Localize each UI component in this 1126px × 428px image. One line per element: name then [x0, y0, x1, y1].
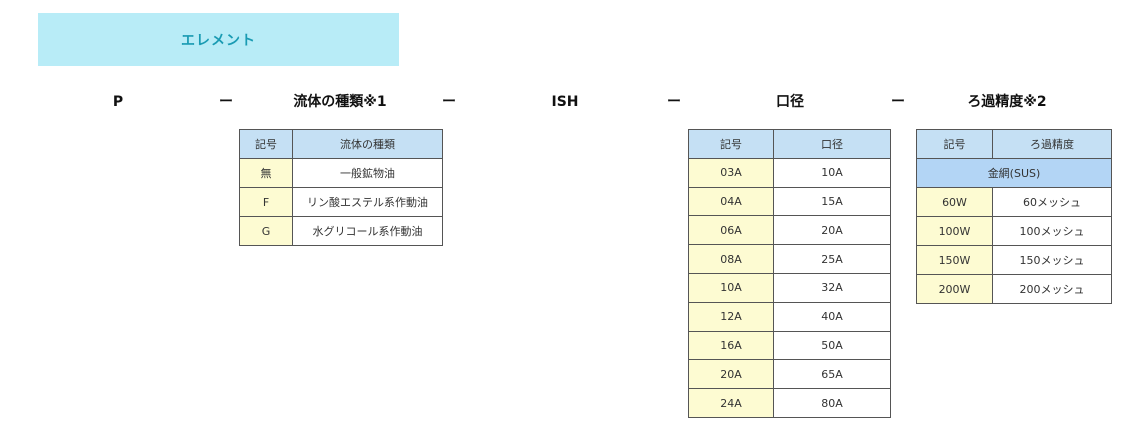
- table-row: 60W 60メッシュ: [916, 187, 1112, 217]
- code-separator: ー: [219, 94, 233, 110]
- table-cell-value: 10A: [773, 157, 891, 188]
- table-row: G 水グリコール系作動油: [239, 216, 443, 246]
- table-cell-code: F: [239, 187, 293, 217]
- code-separator: ー: [667, 94, 681, 110]
- table-cell-value: 150メッシュ: [992, 245, 1112, 275]
- filtration-table: 記号 ろ過精度 金網(SUS) 60W 60メッシュ 100W 100メッシュ …: [916, 129, 1112, 304]
- table-row: 06A 20A: [688, 215, 891, 246]
- section-banner: エレメント: [38, 13, 399, 66]
- table-cell-code: 60W: [916, 187, 993, 217]
- code-prefix: P: [112, 94, 124, 110]
- table-header: 口径: [773, 129, 891, 159]
- table-cell-value: 25A: [773, 244, 891, 274]
- table-row: 100W 100メッシュ: [916, 216, 1112, 246]
- table-row: F リン酸エステル系作動油: [239, 187, 443, 217]
- table-cell-code: 20A: [688, 359, 774, 390]
- table-cell-code: 12A: [688, 301, 774, 332]
- code-separator: ー: [891, 94, 905, 110]
- table-cell-code: G: [239, 216, 293, 246]
- table-header-row: 記号 ろ過精度: [916, 129, 1112, 159]
- table-header: ろ過精度: [992, 129, 1112, 159]
- table-header-row: 記号 流体の種類: [239, 129, 443, 159]
- table-cell-value: リン酸エステル系作動油: [292, 187, 443, 217]
- table-row: 03A 10A: [688, 157, 891, 188]
- code-separator: ー: [442, 94, 456, 110]
- table-cell-value: 50A: [773, 330, 891, 361]
- table-cell-value: 15A: [773, 186, 891, 217]
- table-group-label: 金網(SUS): [916, 158, 1112, 188]
- fluid-type-table: 記号 流体の種類 無 一般鉱物油 F リン酸エステル系作動油 G 水グリコール系…: [239, 129, 443, 246]
- table-row: 20A 65A: [688, 359, 891, 390]
- table-cell-value: 200メッシュ: [992, 274, 1112, 304]
- code-series: ISH: [551, 94, 579, 110]
- table-cell-value: 20A: [773, 215, 891, 246]
- table-row: 10A 32A: [688, 272, 891, 303]
- table-cell-code: 無: [239, 158, 293, 188]
- table-cell-value: 80A: [773, 388, 891, 418]
- table-cell-value: 32A: [773, 272, 891, 303]
- table-cell-code: 06A: [688, 215, 774, 246]
- table-cell-value: 65A: [773, 359, 891, 390]
- table-row: 04A 15A: [688, 186, 891, 217]
- table-cell-code: 08A: [688, 244, 774, 274]
- code-fluid-type: 流体の種類※1: [293, 94, 387, 110]
- table-cell-value: 40A: [773, 301, 891, 332]
- table-cell-code: 24A: [688, 388, 774, 418]
- table-header: 記号: [916, 129, 993, 159]
- table-cell-value: 60メッシュ: [992, 187, 1112, 217]
- table-row: 200W 200メッシュ: [916, 274, 1112, 304]
- table-cell-code: 03A: [688, 157, 774, 188]
- code-filtration: ろ過精度※2: [967, 94, 1047, 110]
- table-header-row: 記号 口径: [688, 129, 891, 159]
- table-header: 流体の種類: [292, 129, 443, 159]
- table-header: 記号: [239, 129, 293, 159]
- table-cell-value: 水グリコール系作動油: [292, 216, 443, 246]
- table-row: 12A 40A: [688, 301, 891, 332]
- table-cell-code: 150W: [916, 245, 993, 275]
- table-header: 記号: [688, 129, 774, 159]
- table-cell-code: 10A: [688, 272, 774, 303]
- table-cell-value: 一般鉱物油: [292, 158, 443, 188]
- bore-size-table: 記号 口径 03A 10A 04A 15A 06A 20A 08A 25A 10…: [688, 129, 891, 418]
- table-cell-code: 16A: [688, 330, 774, 361]
- table-group-row: 金網(SUS): [916, 158, 1112, 188]
- table-cell-value: 100メッシュ: [992, 216, 1112, 246]
- table-row: 16A 50A: [688, 330, 891, 361]
- table-row: 150W 150メッシュ: [916, 245, 1112, 275]
- table-row: 08A 25A: [688, 244, 891, 274]
- table-cell-code: 100W: [916, 216, 993, 246]
- table-row: 24A 80A: [688, 388, 891, 418]
- code-bore: 口径: [776, 94, 804, 110]
- table-cell-code: 200W: [916, 274, 993, 304]
- section-title: エレメント: [181, 32, 256, 49]
- table-cell-code: 04A: [688, 186, 774, 217]
- table-row: 無 一般鉱物油: [239, 158, 443, 188]
